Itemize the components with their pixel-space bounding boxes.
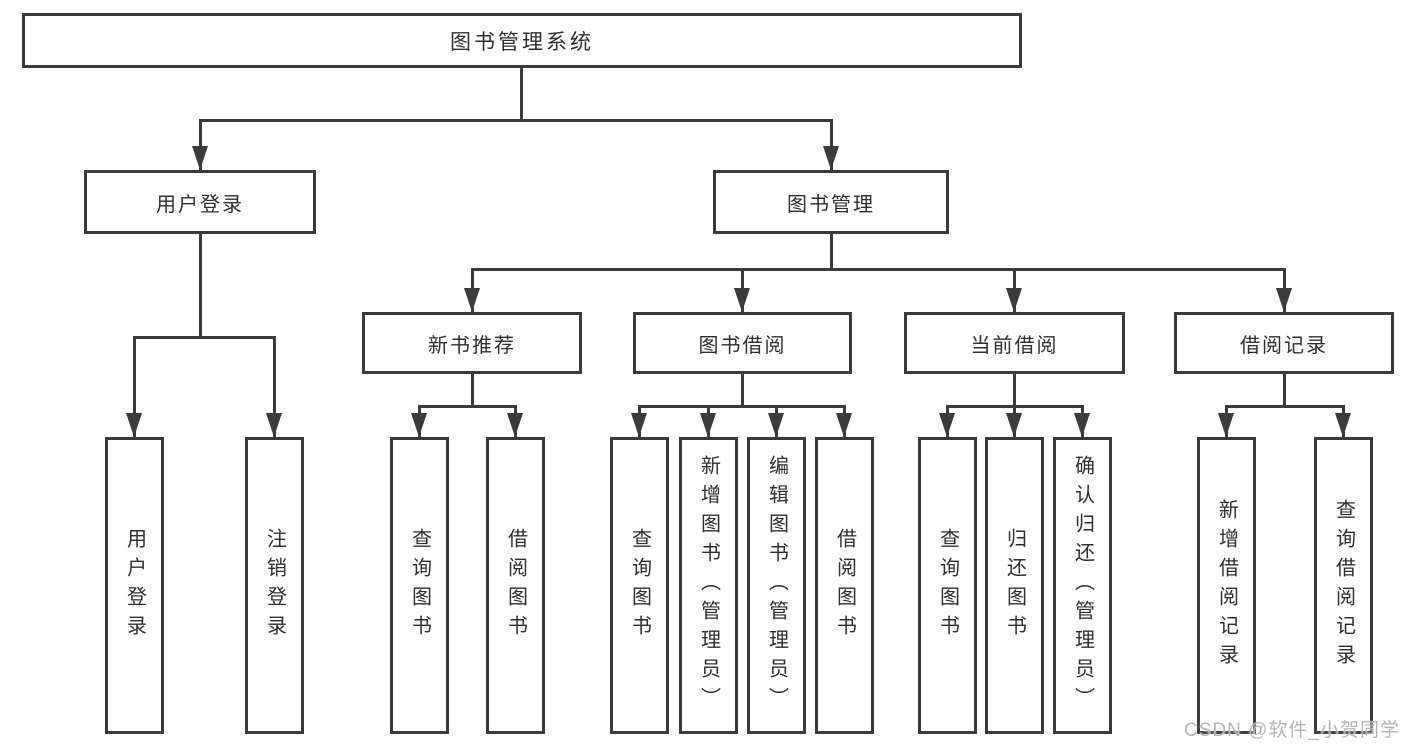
node-label: 借阅记录 [1240,334,1328,357]
node-label: 图书管理 [787,193,875,216]
node-borrowing-records: 借阅记录 [1174,312,1394,374]
leaf-confirm-return-admin: 确认归还（管理员） [1053,437,1112,734]
leaf-add-borrow-record: 新增借阅记录 [1197,437,1256,734]
connector-line [1013,374,1016,407]
leaf-query-books-1: 查询图书 [390,437,449,734]
connector-line [1283,374,1286,407]
node-library-system-root: 图书管理系统 [22,13,1022,68]
connector-line [199,119,832,122]
arrow-head [768,413,784,437]
connector-line [199,119,202,170]
arrow-head [1006,288,1022,312]
arrow-head [126,413,142,437]
arrow-head [1335,413,1351,437]
connector-line [741,374,744,407]
arrow-head [1218,413,1234,437]
arrow-head [939,413,955,437]
arrow-head [836,413,852,437]
node-label: 确认归还（管理员） [1071,455,1094,716]
node-new-book-recommend: 新书推荐 [362,312,582,374]
connector-line [133,336,275,339]
arrow-head [1006,413,1022,437]
arrow-head [411,413,427,437]
leaf-logout: 注销登录 [245,437,304,734]
node-label: 新书推荐 [428,334,516,357]
connector-line [418,405,517,408]
connector-line [638,405,846,408]
arrow-head [1276,288,1292,312]
connector-line [471,374,474,407]
arrow-head [464,288,480,312]
node-user-login: 用户登录 [84,170,316,234]
node-label: 借阅图书 [504,527,527,644]
connector-line [520,68,523,120]
node-label: 编辑图书（管理员） [765,455,788,716]
node-label: 图书管理系统 [450,30,594,54]
connector-line [199,234,202,337]
node-label: 新增借阅记录 [1215,498,1238,673]
node-book-management: 图书管理 [713,170,949,234]
leaf-user-login: 用户登录 [105,437,164,734]
connector-line [273,336,276,437]
node-label: 借阅图书 [833,527,856,644]
leaf-return-books: 归还图书 [985,437,1044,734]
arrow-head [734,288,750,312]
connector-line [830,234,833,270]
watermark: CSDN @软件_小贺同学 [1184,720,1400,741]
arrow-head [192,146,208,170]
arrow-head [823,146,839,170]
arrow-head [507,413,523,437]
connector-line [471,268,1285,271]
node-book-borrowing: 图书借阅 [633,312,852,374]
leaf-add-book-admin: 新增图书（管理员） [679,437,738,734]
connector-line [133,336,136,437]
leaf-query-books-3: 查询图书 [918,437,977,734]
arrow-head [266,413,282,437]
node-label: 查询图书 [936,527,959,644]
leaf-query-books-2: 查询图书 [610,437,669,734]
connector-line [830,119,833,170]
node-label: 查询借阅记录 [1332,498,1355,673]
node-label: 当前借阅 [970,334,1059,357]
leaf-edit-book-admin: 编辑图书（管理员） [747,437,806,734]
node-label: 用户登录 [123,527,146,644]
node-current-borrowing: 当前借阅 [904,312,1125,374]
node-label: 图书借阅 [698,334,787,357]
node-label: 注销登录 [263,527,286,644]
arrow-head [700,413,716,437]
leaf-borrow-books-1: 借阅图书 [486,437,545,734]
node-label: 用户登录 [156,193,244,216]
node-label: 归还图书 [1003,527,1026,644]
connector-line [1225,405,1344,408]
arrow-head [631,413,647,437]
arrow-head [1074,413,1090,437]
leaf-query-borrow-record: 查询借阅记录 [1314,437,1373,734]
leaf-borrow-books-2: 借阅图书 [815,437,874,734]
node-label: 查询图书 [408,527,431,644]
node-label: 新增图书（管理员） [697,455,720,716]
node-label: 查询图书 [628,527,651,644]
